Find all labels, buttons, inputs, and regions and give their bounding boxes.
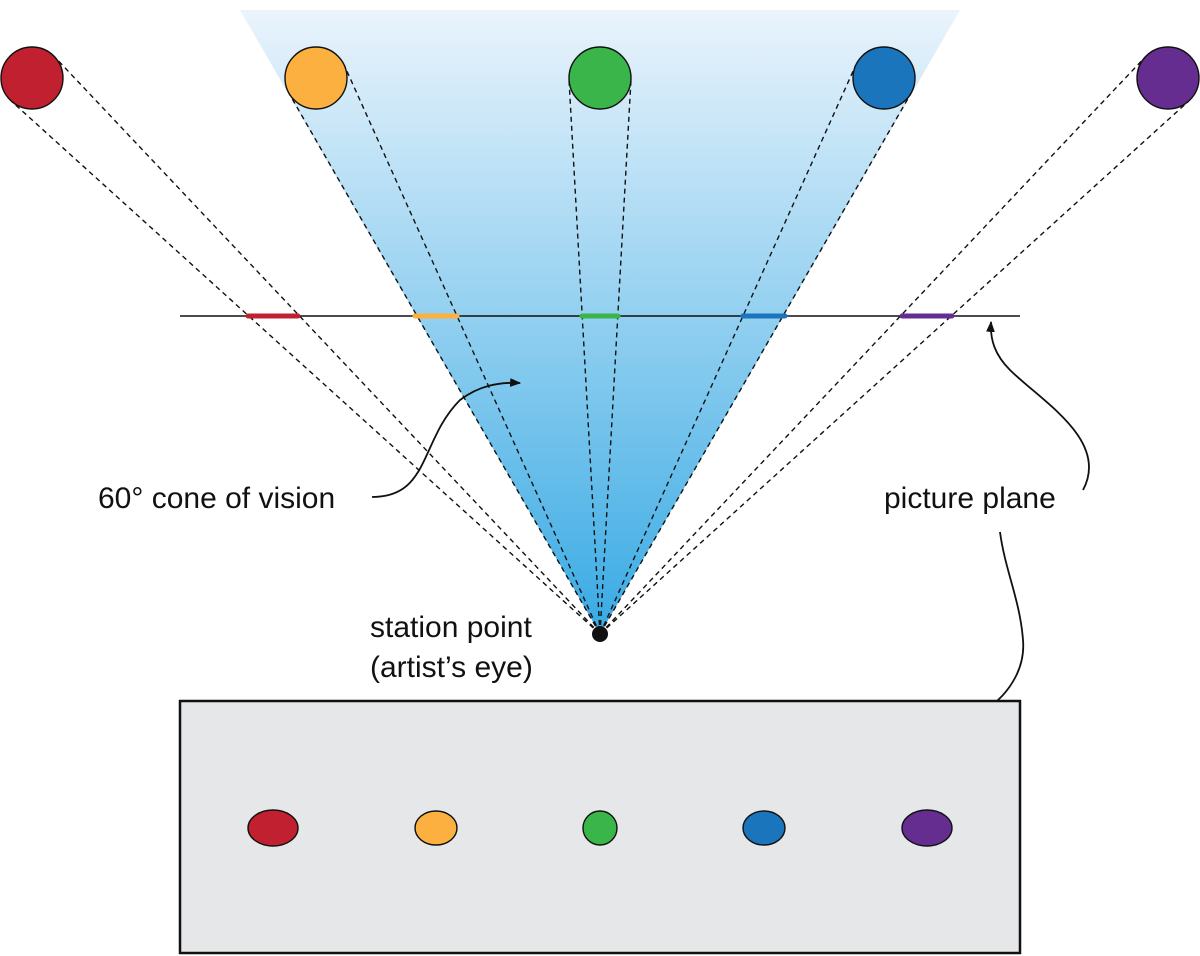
sight-ray-green-1 xyxy=(599,79,632,635)
picture-view-pointer-arrow xyxy=(973,531,1025,716)
sight-ray-green-2 xyxy=(568,79,601,635)
picture-plane-label: picture plane xyxy=(884,482,1056,515)
sight-ray-red-1 xyxy=(53,56,601,635)
sight-ray-orange-2 xyxy=(288,93,601,635)
object-orange xyxy=(284,46,348,110)
image-green xyxy=(582,810,618,846)
sight-ray-purple-1 xyxy=(599,100,1190,635)
picture-plane-pointer-arrow xyxy=(986,320,1090,491)
image-orange xyxy=(414,810,458,846)
object-green xyxy=(568,46,632,110)
objects-top-view xyxy=(0,46,1200,110)
cone-of-vision-label: 60° cone of vision xyxy=(98,482,335,515)
station-point-dot xyxy=(592,626,608,642)
artists-eye-label: (artist’s eye) xyxy=(370,651,533,684)
cone-of-vision xyxy=(240,10,960,634)
sight-ray-blue-1 xyxy=(599,93,912,635)
sight-ray-orange-1 xyxy=(343,65,601,635)
image-red xyxy=(247,809,299,847)
picture-plane-images xyxy=(247,809,953,847)
station-point-label: station point xyxy=(370,611,532,644)
image-blue xyxy=(742,810,786,846)
sight-ray-blue-2 xyxy=(599,65,857,635)
object-red xyxy=(0,46,64,110)
sight-ray-purple-2 xyxy=(599,56,1147,635)
object-purple xyxy=(1136,46,1200,110)
cone-pointer-arrow xyxy=(371,378,522,498)
object-blue xyxy=(852,46,916,110)
sight-ray-red-2 xyxy=(10,100,601,635)
image-purple xyxy=(901,809,953,847)
sight-rays xyxy=(10,56,1190,635)
